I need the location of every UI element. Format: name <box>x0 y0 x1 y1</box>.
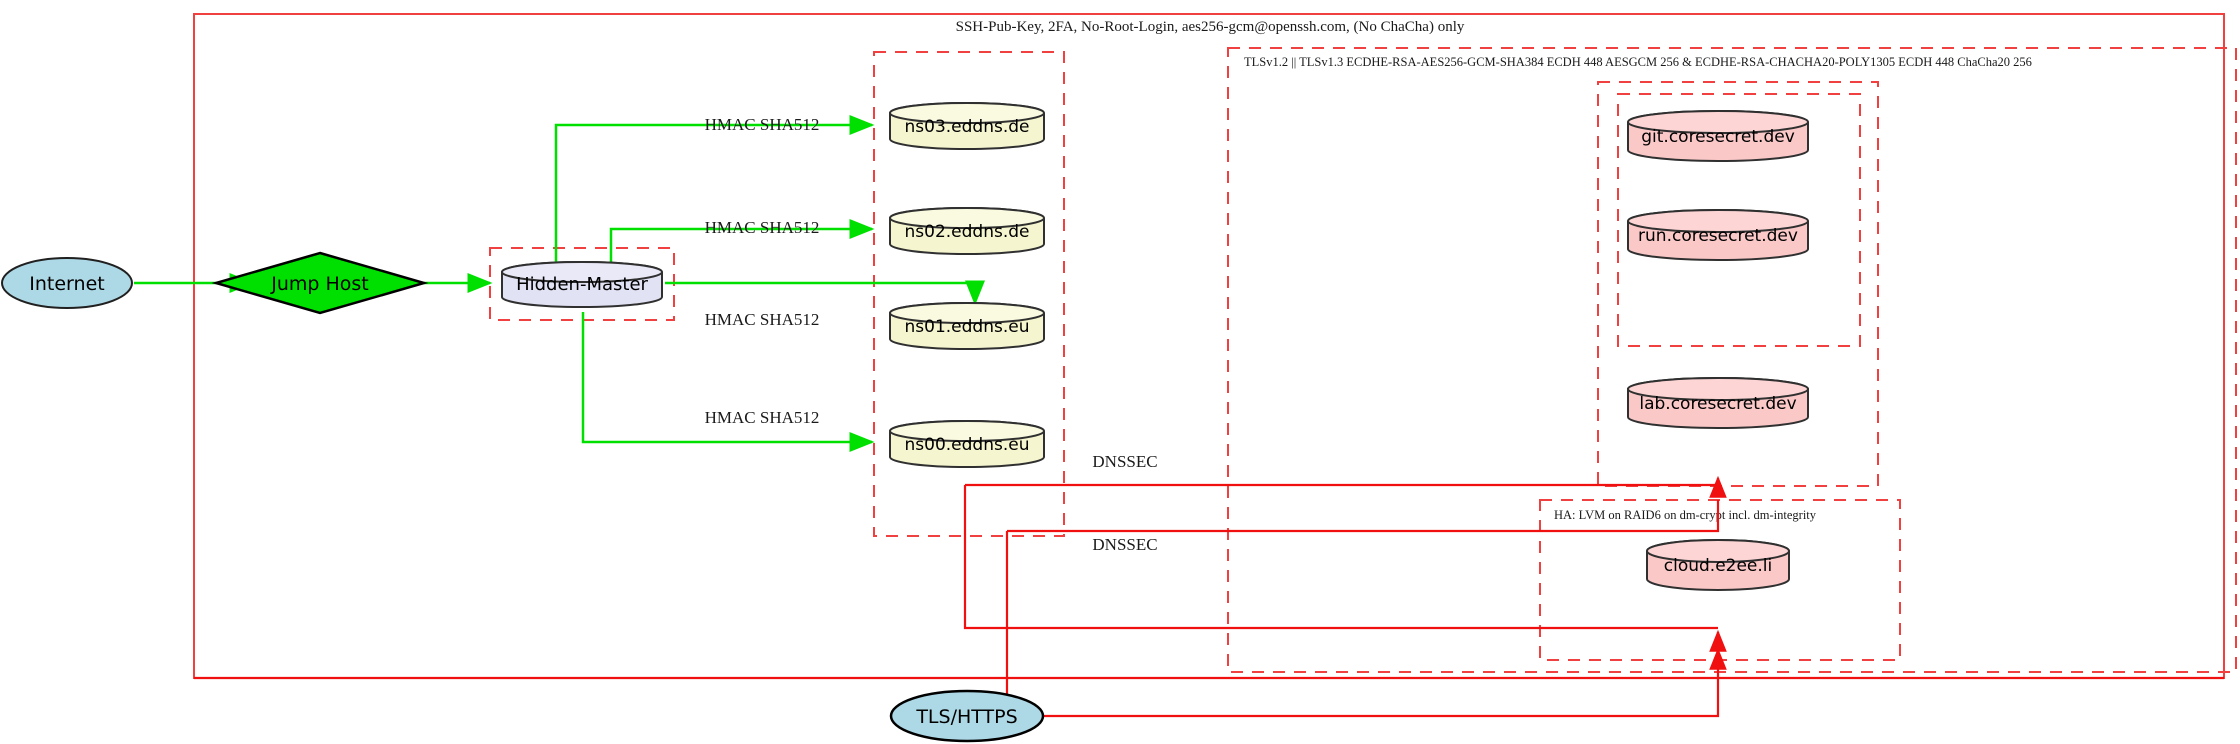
node-cloud-e2ee-label: cloud.e2ee.li <box>1664 556 1772 576</box>
node-hidden-master[interactable]: Hidden-Master <box>501 261 663 308</box>
node-hidden-master-label: Hidden-Master <box>516 274 648 295</box>
tls-cluster-label: TLSv1.2 || TLSv1.3 ECDHE-RSA-AES256-GCM-… <box>1244 55 2032 69</box>
coresecret-inner-boundary <box>1617 93 1861 347</box>
node-tls-https[interactable]: TLS/HTTPS <box>889 689 1045 743</box>
edge-label-hmac-ns03: HMAC SHA512 <box>705 115 820 134</box>
edge-dnssec-upper <box>965 475 1727 498</box>
ssh-cluster-label: SSH-Pub-Key, 2FA, No-Root-Login, aes256-… <box>956 19 1465 35</box>
node-git-coresecret-label: git.coresecret.dev <box>1641 127 1795 147</box>
edge-hiddenmaster-to-ns00 <box>581 312 875 452</box>
node-ns02-label: ns02.eddns.de <box>905 222 1030 242</box>
node-git-coresecret[interactable]: git.coresecret.dev <box>1627 110 1809 162</box>
node-lab-coresecret[interactable]: lab.coresecret.dev <box>1627 377 1809 429</box>
node-run-coresecret-label: run.coresecret.dev <box>1638 226 1798 246</box>
node-internet-label: Internet <box>29 273 104 295</box>
node-lab-coresecret-label: lab.coresecret.dev <box>1639 394 1796 414</box>
ssh-cluster-boundary <box>193 13 2225 679</box>
edge-label-dnssec-lower: DNSSEC <box>1092 535 1157 554</box>
node-ns03[interactable]: ns03.eddns.de <box>889 102 1045 150</box>
dns-cluster-boundary <box>873 51 1065 537</box>
edge-label-hmac-ns01: HMAC SHA512 <box>705 310 820 329</box>
tls-cluster-boundary <box>1227 47 2237 673</box>
edge-hiddenmaster-to-ns01 <box>665 280 985 306</box>
edge-hiddenmaster-to-ns03 <box>554 115 875 268</box>
node-jump-host[interactable]: Jump Host <box>211 251 429 315</box>
node-tls-https-label: TLS/HTTPS <box>915 706 1017 728</box>
edge-label-hmac-ns02: HMAC SHA512 <box>705 218 820 237</box>
node-internet[interactable]: Internet <box>1 257 133 309</box>
edge-hiddenmaster-to-ns02 <box>609 219 875 264</box>
node-cloud-e2ee[interactable]: cloud.e2ee.li <box>1646 539 1790 591</box>
edge-tlshttps-to-cloud <box>1043 647 1727 718</box>
node-ns01[interactable]: ns01.eddns.eu <box>889 302 1045 350</box>
node-ns01-label: ns01.eddns.eu <box>905 317 1030 337</box>
node-jump-host-label: Jump Host <box>270 273 369 295</box>
edge-label-dnssec-upper: DNSSEC <box>1092 452 1157 471</box>
coresecret-outer-boundary <box>1597 81 1879 487</box>
edge-label-hmac-ns00: HMAC SHA512 <box>705 408 820 427</box>
node-ns00-label: ns00.eddns.eu <box>905 435 1030 455</box>
edge-dnssec-lower <box>1007 500 1720 533</box>
edge-dnssec-upper-riser <box>963 485 1718 630</box>
node-ns02[interactable]: ns02.eddns.de <box>889 207 1045 255</box>
node-run-coresecret[interactable]: run.coresecret.dev <box>1627 209 1809 261</box>
ha-cluster-label: HA: LVM on RAID6 on dm-crypt incl. dm-in… <box>1554 508 1817 522</box>
node-ns00[interactable]: ns00.eddns.eu <box>889 420 1045 468</box>
node-ns03-label: ns03.eddns.de <box>905 117 1030 137</box>
